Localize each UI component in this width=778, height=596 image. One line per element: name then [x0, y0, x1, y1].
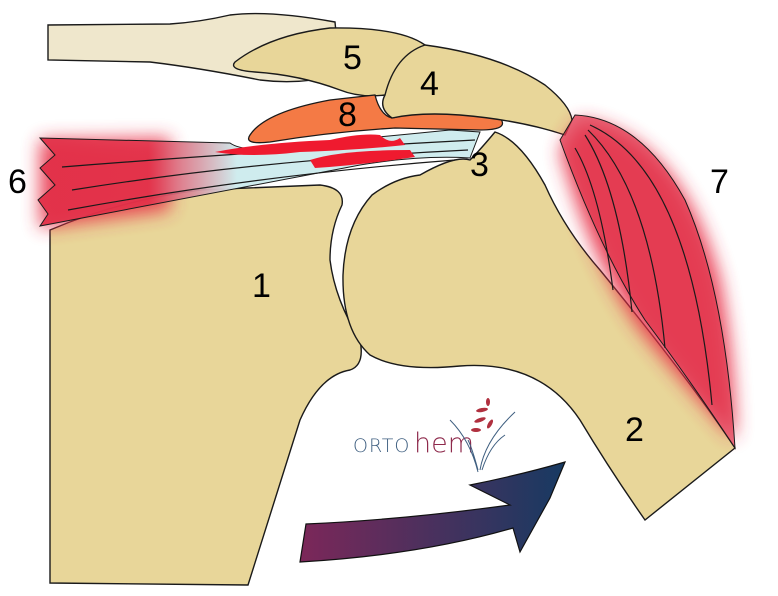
logo-hem: hem	[414, 428, 474, 459]
deltoid-muscle	[559, 114, 736, 450]
tendon-fiber	[71, 149, 469, 191]
label-4: 4	[420, 65, 439, 103]
movement-arrow	[299, 461, 567, 563]
muscle-fiber	[589, 124, 713, 406]
logo-tree-icon	[449, 411, 516, 473]
muscle-fiber	[584, 134, 633, 313]
label-6: 6	[8, 163, 27, 201]
logo-orto: ORTO	[353, 435, 410, 457]
tendon-fiber	[67, 159, 456, 211]
tendon-tear	[215, 134, 405, 155]
label-1: 1	[252, 267, 271, 305]
humerus-bone	[342, 131, 736, 522]
ortohem-logo: ORTO hem	[353, 398, 516, 473]
muscle-fiber	[587, 129, 666, 349]
muscle-fiber	[574, 147, 614, 291]
tendon-tear	[310, 150, 415, 168]
label-8: 8	[338, 96, 357, 134]
label-7: 7	[710, 163, 729, 201]
label-2: 2	[625, 411, 644, 449]
label-5: 5	[343, 39, 362, 77]
label-3: 3	[470, 146, 489, 184]
